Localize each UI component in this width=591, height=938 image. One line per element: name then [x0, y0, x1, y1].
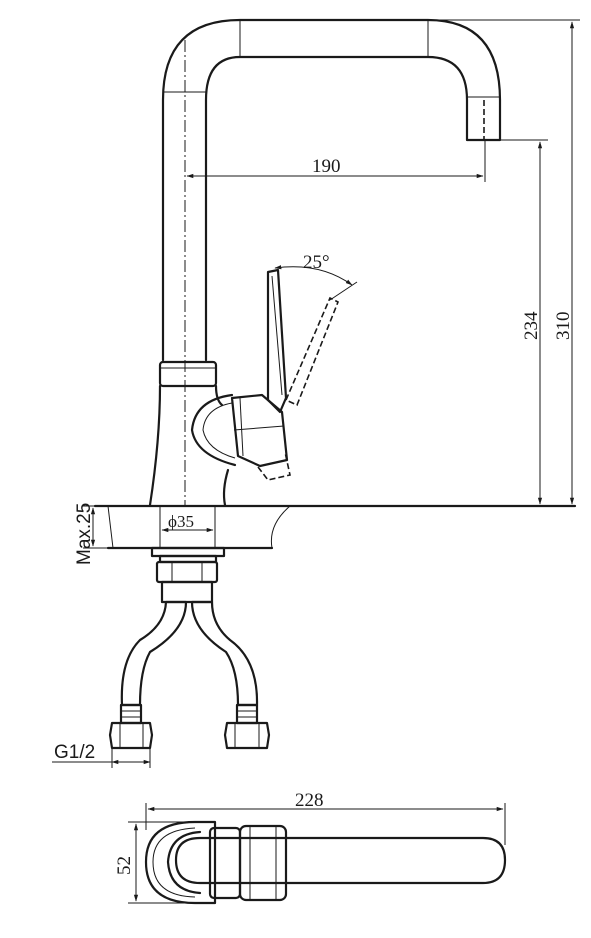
- spout-height-label: 234: [521, 311, 542, 340]
- lever-rotated-ghost: [284, 296, 340, 407]
- hole-diameter-label: ϕ35: [168, 512, 194, 531]
- thread-label: G1/2: [54, 742, 95, 763]
- top-spout-arm: [174, 836, 507, 885]
- fitting-right: [223, 721, 271, 750]
- top-view: 228 52: [114, 790, 507, 905]
- countertop-left: [107, 505, 161, 549]
- cartridge-housing: [190, 393, 237, 467]
- base-outline: [144, 820, 217, 905]
- hose-right: [190, 600, 259, 707]
- max-counter-label: Max.25: [74, 503, 95, 565]
- faucet-body: [148, 384, 162, 507]
- fitting-left: [108, 721, 154, 750]
- reach-label: 190: [312, 156, 341, 177]
- collar-ring: [158, 360, 218, 388]
- mounting-nut: [155, 560, 219, 584]
- hose-left: [120, 600, 188, 707]
- angle-arc: [274, 265, 353, 286]
- spout-outer: [161, 18, 502, 362]
- countertop-right: [214, 505, 292, 549]
- side-view: 25° ϕ35: [52, 18, 580, 768]
- top-length-label: 228: [295, 790, 324, 811]
- angle-label: 25°: [303, 252, 330, 273]
- top-width-label: 52: [114, 856, 135, 875]
- total-height-label: 310: [553, 312, 574, 341]
